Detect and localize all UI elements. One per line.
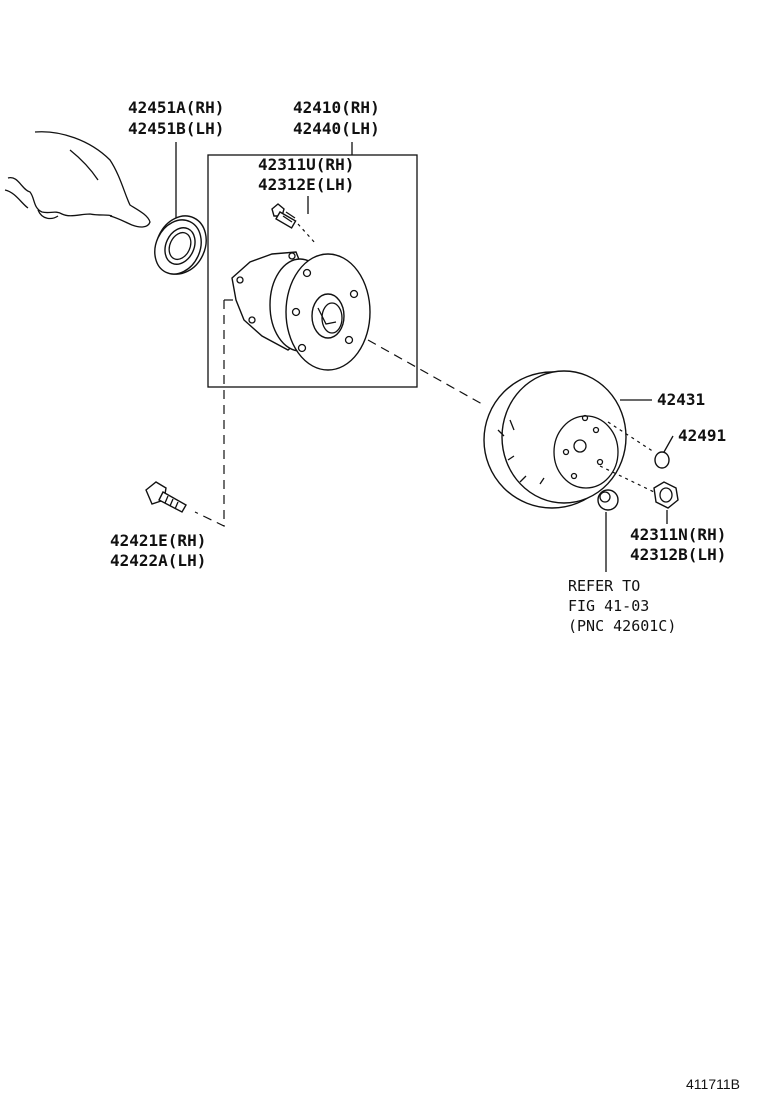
hand-icon [4,131,151,228]
oil-seal [154,215,207,275]
refer-note-line3: (PNC 42601C) [568,617,676,635]
brake-disc [483,370,627,509]
hub-assembly-box [207,154,418,388]
disc-label: 42431 [657,390,705,409]
hubbolt-lh-label: 42312E(LH) [258,175,354,194]
hubbolt-rh-label: 42311U(RH) [258,155,354,174]
collar [597,489,619,511]
refer-note-line1: REFER TO [568,577,640,595]
seal-lh-label: 42451B(LH) [128,119,224,138]
hub-rh-label: 42410(RH) [293,98,380,117]
refer-note-line2: FIG 41-03 [568,597,649,615]
bolt-rh-label: 42421E(RH) [110,531,206,550]
nut-rh-label: 42311N(RH) [630,525,726,544]
figure-id: 411711B [686,1076,740,1092]
hub-nut [653,481,679,509]
bolt-lh-label: 42422A(LH) [110,551,206,570]
hub-bolt [271,203,297,229]
plug-label: 42491 [678,426,726,445]
hub-mounting-bolt [145,481,187,513]
hub-bearing [231,251,371,371]
seal-rh-label: 42451A(RH) [128,98,224,117]
nut-lh-label: 42312B(LH) [630,545,726,564]
hub-lh-label: 42440(LH) [293,119,380,138]
hole-plug [654,451,670,469]
